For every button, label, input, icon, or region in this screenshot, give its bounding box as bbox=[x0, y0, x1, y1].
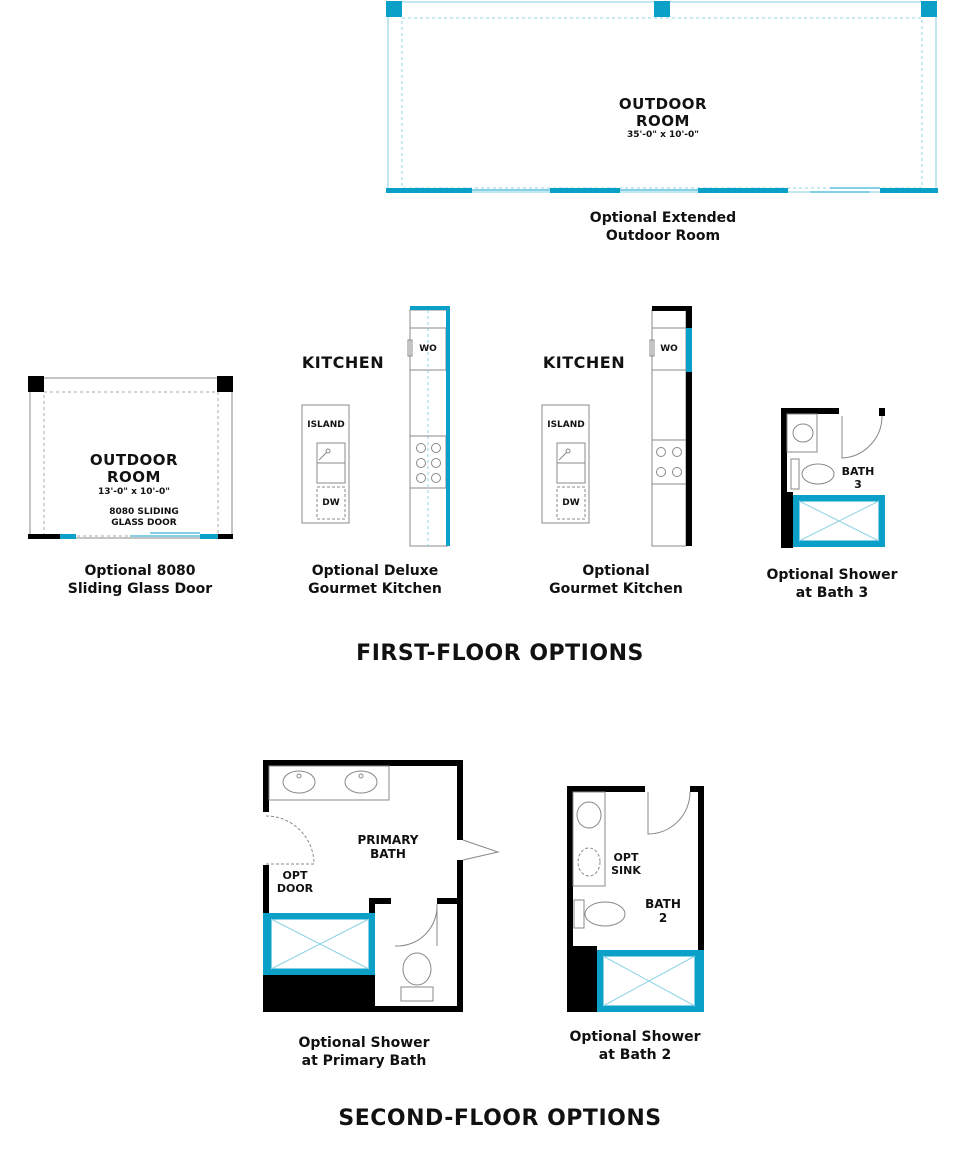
bath3-plan bbox=[781, 408, 885, 548]
post bbox=[386, 1, 402, 17]
deluxe-kitchen-dw: DW bbox=[322, 498, 340, 508]
deluxe-kitchen-wo: WO bbox=[419, 344, 437, 354]
deluxe-kitchen-island: ISLAND bbox=[307, 420, 345, 430]
bath2-label: BATH 2 bbox=[645, 897, 681, 925]
post bbox=[28, 376, 44, 392]
gourmet-kitchen-caption: Optional Gourmet Kitchen bbox=[549, 563, 683, 597]
post bbox=[654, 1, 670, 17]
gourmet-kitchen-title: KITCHEN bbox=[542, 353, 626, 372]
deluxe-kitchen-caption: Optional Deluxe Gourmet Kitchen bbox=[308, 563, 442, 597]
extended-outdoor-room-dims: 35'-0" x 10'-0" bbox=[626, 130, 699, 140]
primary-bath-label: PRIMARY BATH bbox=[357, 833, 419, 861]
sliding-door-outdoor-plan bbox=[28, 376, 233, 539]
deluxe-kitchen-plan bbox=[301, 306, 450, 547]
island bbox=[301, 404, 350, 524]
extended-outdoor-room-plan bbox=[386, 1, 938, 193]
sliding-door-room-dims: 13'-0" x 10'-0" bbox=[97, 487, 170, 497]
gourmet-kitchen-plan bbox=[541, 306, 692, 547]
sliding-door-room-title: OUTDOOR ROOM bbox=[89, 451, 179, 486]
bath2-caption: Optional Shower at Bath 2 bbox=[569, 1029, 701, 1063]
primary-bath-caption: Optional Shower at Primary Bath bbox=[298, 1035, 430, 1069]
post bbox=[921, 1, 937, 17]
second-floor-heading: SECOND-FLOOR OPTIONS bbox=[338, 1106, 662, 1131]
primary-bath-plan bbox=[263, 760, 500, 1012]
bath3-caption: Optional Shower at Bath 3 bbox=[766, 567, 898, 601]
bath3-label: BATH 3 bbox=[841, 465, 875, 491]
bath2-sink-label: OPT SINK bbox=[611, 851, 641, 877]
post bbox=[217, 376, 233, 392]
bath2-plan bbox=[567, 786, 704, 1012]
gourmet-kitchen-dw: DW bbox=[562, 498, 580, 508]
deluxe-kitchen-title: KITCHEN bbox=[301, 353, 385, 372]
gourmet-kitchen-wo: WO bbox=[660, 344, 678, 354]
sliding-door-label: 8080 SLIDING GLASS DOOR bbox=[109, 507, 179, 529]
first-floor-heading: FIRST-FLOOR OPTIONS bbox=[356, 641, 644, 666]
extended-outdoor-room-title: OUTDOOR ROOM bbox=[618, 95, 708, 130]
island bbox=[541, 404, 590, 524]
extended-outdoor-caption: Optional Extended Outdoor Room bbox=[589, 210, 737, 244]
sliding-door-caption: Optional 8080 Sliding Glass Door bbox=[67, 563, 213, 597]
gourmet-kitchen-island: ISLAND bbox=[547, 420, 585, 430]
primary-bath-door-label: OPT DOOR bbox=[276, 869, 314, 895]
